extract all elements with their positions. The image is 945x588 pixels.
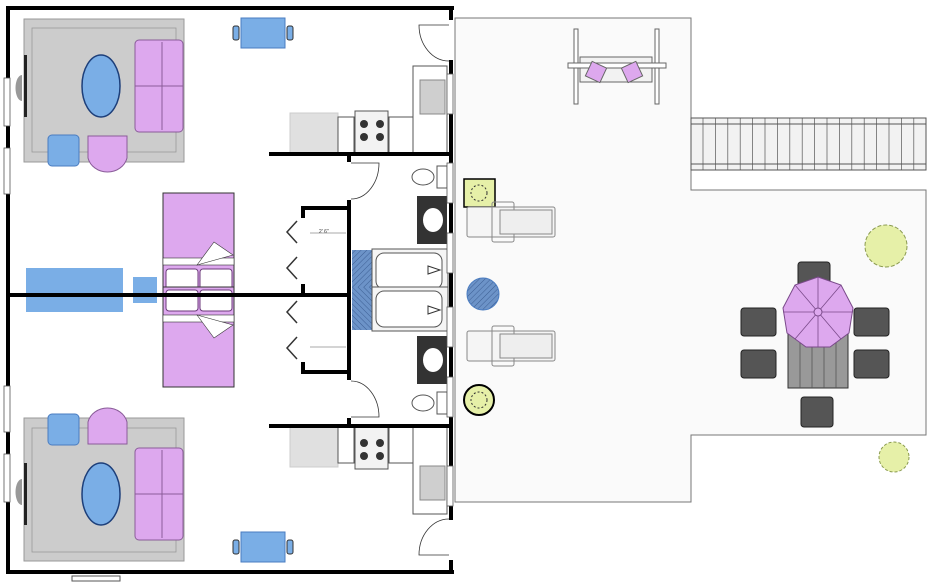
stairs bbox=[690, 117, 927, 171]
deck bbox=[454, 17, 927, 503]
patio-umbrella bbox=[782, 276, 854, 348]
lower-apartment bbox=[3, 283, 455, 575]
plant bbox=[864, 224, 908, 268]
center-wall bbox=[6, 293, 351, 297]
planter-round bbox=[463, 384, 495, 416]
lounge-chair bbox=[466, 201, 556, 243]
bottom-door-threshold bbox=[71, 575, 121, 582]
porch-swing bbox=[567, 28, 667, 105]
side-table bbox=[466, 277, 500, 311]
upper-apartment bbox=[3, 5, 455, 297]
planter-square bbox=[463, 178, 496, 208]
closet-dimension-label: 2' 6" bbox=[319, 229, 329, 235]
plant bbox=[878, 441, 910, 473]
lounge-chair bbox=[466, 325, 556, 367]
